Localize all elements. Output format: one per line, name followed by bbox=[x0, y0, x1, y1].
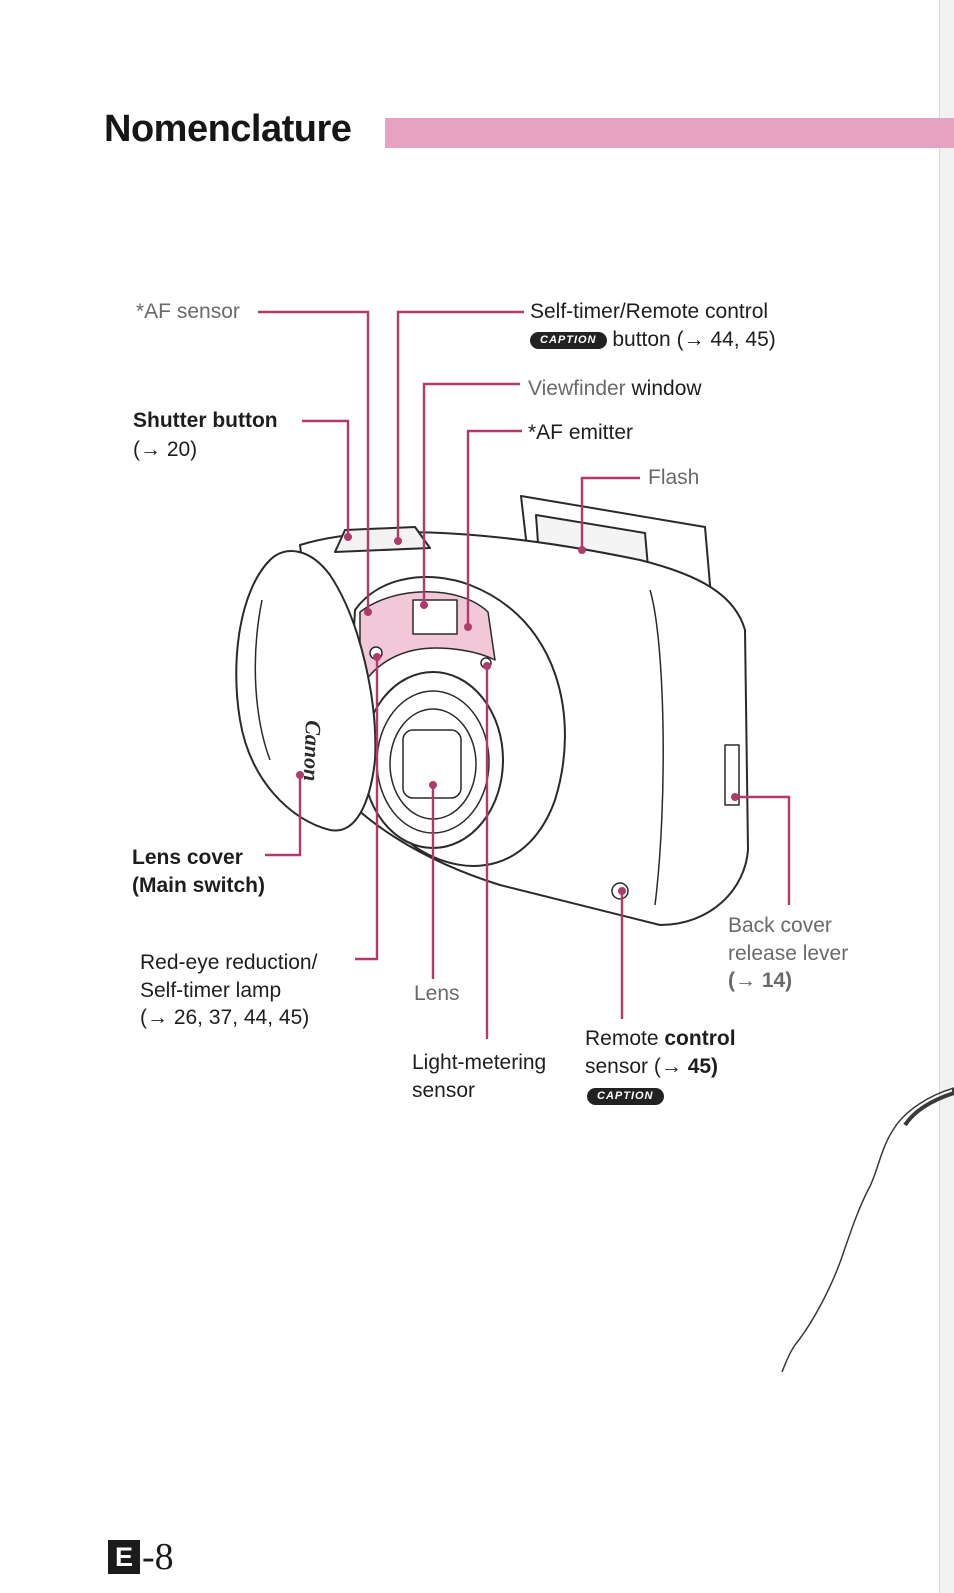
label-control-word: control bbox=[664, 1027, 736, 1050]
label-back-cover-line3: (→ 14) bbox=[728, 969, 793, 992]
label-self-timer-button-ref: button (→ 44, 45) bbox=[612, 328, 776, 351]
brand-logo: Canon bbox=[299, 720, 326, 782]
title-accent-bar bbox=[385, 118, 954, 148]
label-remote-word: Remote bbox=[585, 1027, 659, 1050]
section-letter-box: E bbox=[108, 1540, 140, 1574]
page-edge bbox=[939, 0, 954, 1593]
label-af-emitter: *AF emitter bbox=[528, 421, 634, 444]
label-viewfinder-window: Viewfinder window bbox=[528, 375, 702, 403]
lens-cover bbox=[235, 550, 377, 832]
top-plate bbox=[334, 526, 431, 553]
label-viewfinder-word: Viewfinder bbox=[528, 377, 626, 400]
label-af-sensor: *AF sensor bbox=[136, 300, 240, 323]
label-back-cover-line1: Back cover bbox=[728, 914, 832, 937]
page-title: Nomenclature bbox=[104, 108, 352, 150]
label-light-metering-line2: sensor bbox=[412, 1079, 476, 1102]
back-cover-release-lever bbox=[724, 744, 740, 806]
label-self-timer-line1: Self-timer/Remote control bbox=[530, 300, 769, 323]
torn-edge bbox=[781, 1087, 954, 1373]
label-red-eye-line1: Red-eye reduction/ bbox=[140, 951, 318, 974]
label-window-word: window bbox=[631, 377, 702, 400]
label-remote-line2: sensor (→ 45) bbox=[585, 1053, 718, 1081]
viewfinder-window bbox=[412, 599, 458, 635]
caption-badge: CAPTION bbox=[587, 1088, 664, 1105]
label-red-eye-line3: (→ 26, 37, 44, 45) bbox=[140, 1006, 310, 1029]
label-main-switch: (Main switch) bbox=[132, 874, 266, 897]
label-flash: Flash bbox=[648, 466, 700, 489]
page-number: E -8 bbox=[108, 1538, 174, 1576]
label-light-metering-line1: Light-metering bbox=[412, 1051, 547, 1074]
label-lens-cover: Lens cover bbox=[132, 846, 243, 869]
caption-badge: CAPTION bbox=[530, 332, 607, 349]
label-shutter-button: Shutter button bbox=[133, 409, 278, 432]
label-remote-ref: 45) bbox=[687, 1055, 719, 1078]
label-sensor-word: sensor (→ bbox=[585, 1055, 682, 1078]
label-lens: Lens bbox=[414, 982, 460, 1005]
label-remote-caption: CAPTION bbox=[587, 1082, 664, 1110]
leader-lines bbox=[258, 310, 791, 1039]
camera-illustration: Canon bbox=[235, 495, 749, 926]
label-self-timer-line2: CAPTION button (→ 44, 45) bbox=[530, 326, 776, 354]
leader-dots bbox=[296, 533, 739, 895]
label-remote-line1: Remote control bbox=[585, 1025, 736, 1053]
label-shutter-ref: (→ 20) bbox=[133, 438, 198, 461]
label-back-cover-line2: release lever bbox=[728, 942, 849, 965]
page-number-suffix: -8 bbox=[142, 1536, 174, 1578]
label-red-eye-line2: Self-timer lamp bbox=[140, 979, 282, 1002]
